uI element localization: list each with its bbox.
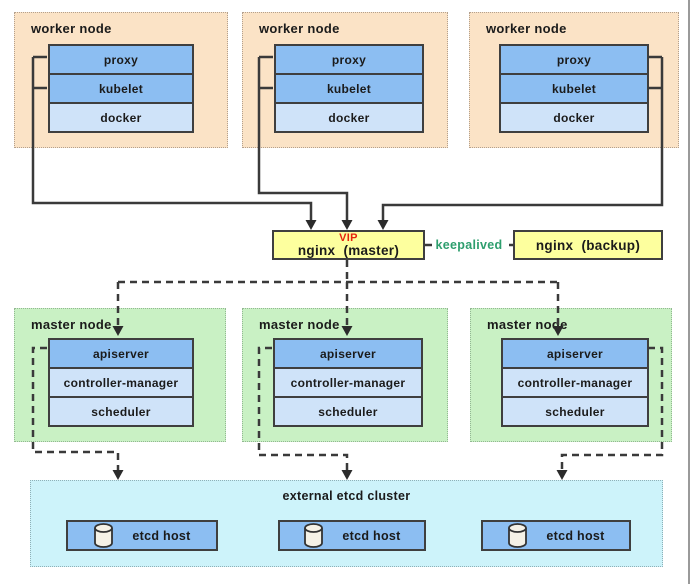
database-icon: [304, 523, 324, 548]
etcd-host-3: etcd host: [481, 520, 631, 551]
master-node-1-label: master node: [31, 317, 112, 332]
component-kubelet: kubelet: [274, 73, 424, 104]
database-icon: [94, 523, 114, 548]
worker-node-2-label: worker node: [259, 21, 340, 36]
component-docker: docker: [274, 102, 424, 133]
component-scheduler: scheduler: [501, 396, 649, 427]
master-node-3: master node apiserver controller-manager…: [470, 308, 672, 442]
database-icon: [508, 523, 528, 548]
master-node-1: master node apiserver controller-manager…: [14, 308, 226, 442]
arrowhead-nginx-3: [377, 220, 389, 230]
master-node-3-components: apiserver controller-manager scheduler: [501, 338, 649, 427]
etcd-cluster: external etcd cluster etcd host etcd hos…: [30, 480, 663, 567]
worker-node-1-label: worker node: [31, 21, 112, 36]
worker-node-1-components: proxy kubelet docker: [48, 44, 194, 133]
component-docker: docker: [499, 102, 649, 133]
component-apiserver: apiserver: [273, 338, 423, 369]
etcd-host-1: etcd host: [66, 520, 218, 551]
nginx-backup-box: nginx (backup): [513, 230, 663, 260]
arrowhead-etcd-2: [341, 470, 353, 480]
screen-right-edge: [688, 0, 690, 584]
etcd-host-2: etcd host: [278, 520, 426, 551]
etcd-host-2-label: etcd host: [342, 528, 401, 543]
arrowhead-nginx-2: [341, 220, 353, 230]
worker-node-3: worker node proxy kubelet docker: [469, 12, 679, 148]
arrowhead-etcd-3: [556, 470, 568, 480]
worker-node-2-components: proxy kubelet docker: [274, 44, 424, 133]
component-proxy: proxy: [499, 44, 649, 75]
nginx-master-box: VIP nginx (master): [272, 230, 425, 260]
etcd-host-1-label: etcd host: [132, 528, 191, 543]
vip-label: VIP: [339, 231, 358, 244]
component-docker: docker: [48, 102, 194, 133]
component-controller-manager: controller-manager: [48, 367, 194, 398]
component-apiserver: apiserver: [48, 338, 194, 369]
etcd-host-3-label: etcd host: [546, 528, 605, 543]
worker-node-3-label: worker node: [486, 21, 567, 36]
master-node-2-components: apiserver controller-manager scheduler: [273, 338, 423, 427]
arrowhead-etcd-1: [112, 470, 124, 480]
component-proxy: proxy: [48, 44, 194, 75]
component-proxy: proxy: [274, 44, 424, 75]
component-kubelet: kubelet: [499, 73, 649, 104]
master-node-2-label: master node: [259, 317, 340, 332]
worker-node-3-components: proxy kubelet docker: [499, 44, 649, 133]
arrowhead-nginx-1: [305, 220, 317, 230]
worker-node-1: worker node proxy kubelet docker: [14, 12, 228, 148]
master-node-2: master node apiserver controller-manager…: [242, 308, 448, 442]
component-apiserver: apiserver: [501, 338, 649, 369]
component-controller-manager: controller-manager: [273, 367, 423, 398]
component-controller-manager: controller-manager: [501, 367, 649, 398]
component-scheduler: scheduler: [48, 396, 194, 427]
nginx-backup-label: nginx (backup): [535, 237, 641, 253]
keepalived-label: keepalived: [432, 238, 506, 252]
master-node-1-components: apiserver controller-manager scheduler: [48, 338, 194, 427]
component-kubelet: kubelet: [48, 73, 194, 104]
etcd-cluster-title: external etcd cluster: [282, 489, 411, 503]
master-node-3-label: master node: [487, 317, 568, 332]
component-scheduler: scheduler: [273, 396, 423, 427]
worker-node-2: worker node proxy kubelet docker: [242, 12, 448, 148]
nginx-master-label: nginx (master): [297, 242, 400, 258]
